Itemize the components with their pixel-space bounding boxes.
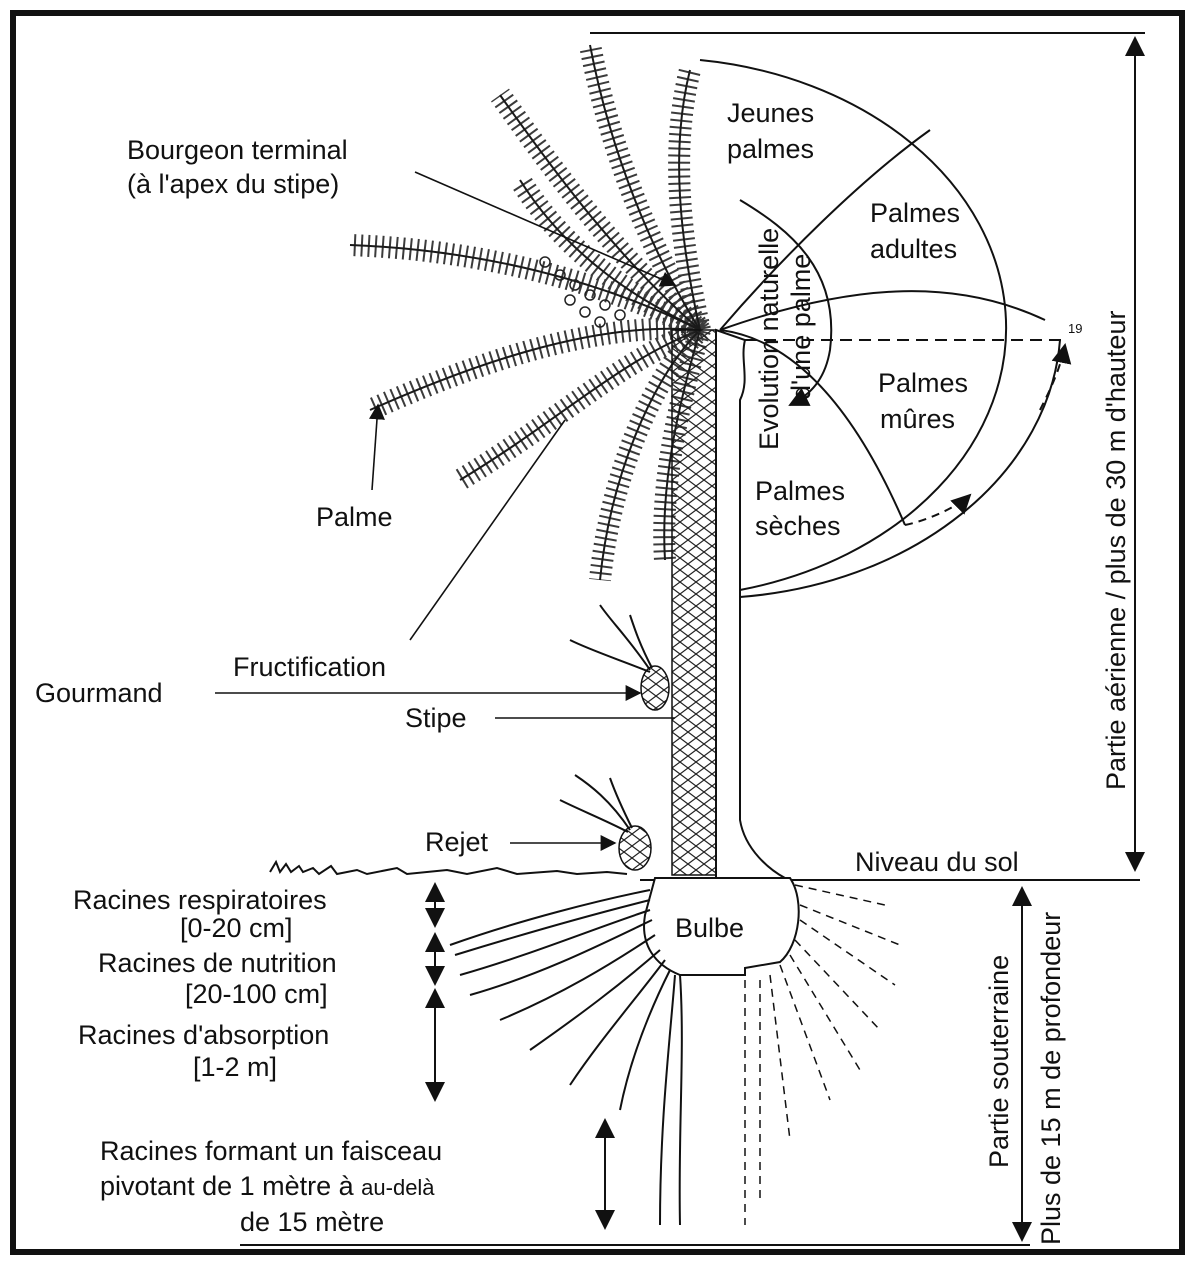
label-racines-nut-1: Racines de nutrition [98,948,337,978]
label-palme: Palme [316,502,393,532]
label-mark-19: 19 [1068,321,1082,336]
label-fructification: Fructification [233,652,386,682]
label-adultes-1: Palmes [870,198,960,228]
palm-fronds [350,45,700,580]
label-racines-nut-2: [20-100 cm] [185,979,328,1009]
label-niveau-sol: Niveau du sol [855,847,1019,877]
label-evolution-2: d'une palme [786,254,816,400]
label-racines-fais-2a: pivotant de 1 mètre à [100,1171,361,1201]
label-racines-fais-3: de 15 mètre [240,1207,384,1237]
label-racines-resp-1: Racines respiratoires [73,885,327,915]
label-seches-1: Palmes [755,476,845,506]
label-rejet: Rejet [425,827,489,857]
label-racines-fais-1: Racines formant un faisceau [100,1136,442,1166]
label-racines-fais-2: pivotant de 1 mètre à au-delà [100,1171,435,1201]
label-evolution-1: Evolution naturelle [754,228,784,450]
roots-left [450,890,682,1225]
label-gourmand: Gourmand [35,678,163,708]
label-racines-resp-2: [0-20 cm] [180,913,293,943]
label-jeunes-1: Jeunes [727,98,814,128]
rejet-offshoot [560,775,651,870]
label-bulbe: Bulbe [675,913,744,943]
label-racines-abs-1: Racines d'absorption [78,1020,329,1050]
label-mures-1: Palmes [878,368,968,398]
label-racines-abs-2: [1-2 m] [193,1052,277,1082]
palm-leaflets [350,45,700,580]
label-jeunes-2: palmes [727,134,814,164]
gourmand-offshoot [570,605,669,710]
label-adultes-2: adultes [870,234,957,264]
label-partie-souterraine-2: Plus de 15 m de profondeur [1036,912,1066,1245]
label-bourgeon-2: (à l'apex du stipe) [127,169,339,199]
label-partie-souterraine-1: Partie souterraine [984,955,1014,1168]
label-bourgeon-1: Bourgeon terminal [127,135,348,165]
label-racines-fais-2b: au-delà [361,1175,435,1200]
label-seches-2: sèches [755,511,841,541]
label-partie-aerienne: Partie aérienne / plus de 30 m d'hauteur [1101,311,1131,790]
trunk-textured [672,330,716,875]
label-stipe: Stipe [405,703,467,733]
label-mures-2: mûres [880,404,955,434]
text-labels: Bourgeon terminal (à l'apex du stipe) Je… [35,98,1131,1245]
